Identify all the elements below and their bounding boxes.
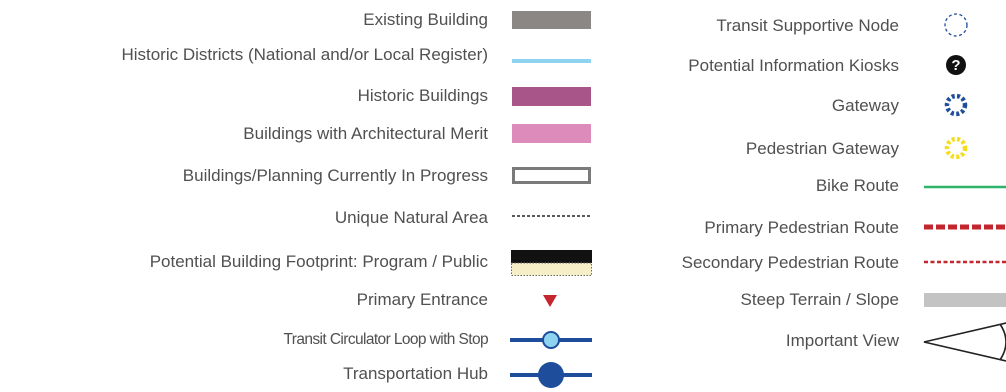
legend-label-unique-natural-area: Unique Natural Area [334, 208, 488, 227]
green-line-icon [924, 185, 1006, 189]
legend-label-primary-pedestrian: Primary Pedestrian Route [704, 218, 899, 237]
light-blue-line-icon [512, 59, 591, 63]
legend-label-architectural-merit: Buildings with Architectural Merit [243, 124, 488, 143]
black-cream-rect-icon [511, 250, 592, 276]
gray-rect-icon [512, 11, 591, 29]
legend-label-information-kiosks: Potential Information Kiosks [688, 56, 899, 75]
legend-label-pedestrian-gateway: Pedestrian Gateway [745, 139, 899, 158]
legend-label-gateway: Gateway [831, 96, 899, 115]
pink-rect-icon [512, 124, 591, 143]
red-triangle-icon [543, 295, 557, 307]
line-with-light-stop-icon [510, 331, 592, 349]
legend-label-existing-building: Existing Building [363, 10, 488, 29]
legend-label-transit-node: Transit Supportive Node [716, 16, 899, 35]
legend-label-planning-in-progress: Buildings/Planning Currently In Progress [182, 166, 488, 185]
plum-rect-icon [512, 87, 591, 106]
dotted-line-icon [512, 215, 592, 217]
legend-label-steep-terrain: Steep Terrain / Slope [740, 290, 899, 309]
legend-label-potential-footprint: Potential Building Footprint: Program / … [149, 252, 488, 271]
legend-label-bike-route: Bike Route [815, 176, 899, 195]
dashed-circle-icon [944, 13, 968, 37]
legend-label-primary-entrance: Primary Entrance [356, 290, 488, 309]
legend-label-historic-districts: Historic Districts (National and/or Loca… [121, 45, 488, 64]
red-dotted-line-icon [924, 260, 1006, 264]
blue-dashed-ring-icon [944, 93, 968, 117]
line-with-hub-icon [510, 362, 592, 388]
legend-label-transportation-hub: Transportation Hub [343, 364, 488, 383]
svg-text:?: ? [951, 57, 960, 74]
legend-label-transit-circulator: Transit Circulator Loop with Stop [283, 331, 489, 348]
legend-label-important-view: Important View [785, 331, 899, 350]
outlined-rect-icon [512, 167, 591, 184]
hatch-marks-icon [924, 293, 1006, 307]
view-cone-icon [923, 322, 1006, 362]
red-dashed-line-icon [924, 224, 1006, 230]
legend-label-historic-buildings: Historic Buildings [357, 86, 488, 105]
legend-label-secondary-pedestrian: Secondary Pedestrian Route [681, 253, 899, 272]
yellow-dashed-ring-icon [944, 136, 968, 160]
question-circle-icon: ? [946, 55, 966, 75]
